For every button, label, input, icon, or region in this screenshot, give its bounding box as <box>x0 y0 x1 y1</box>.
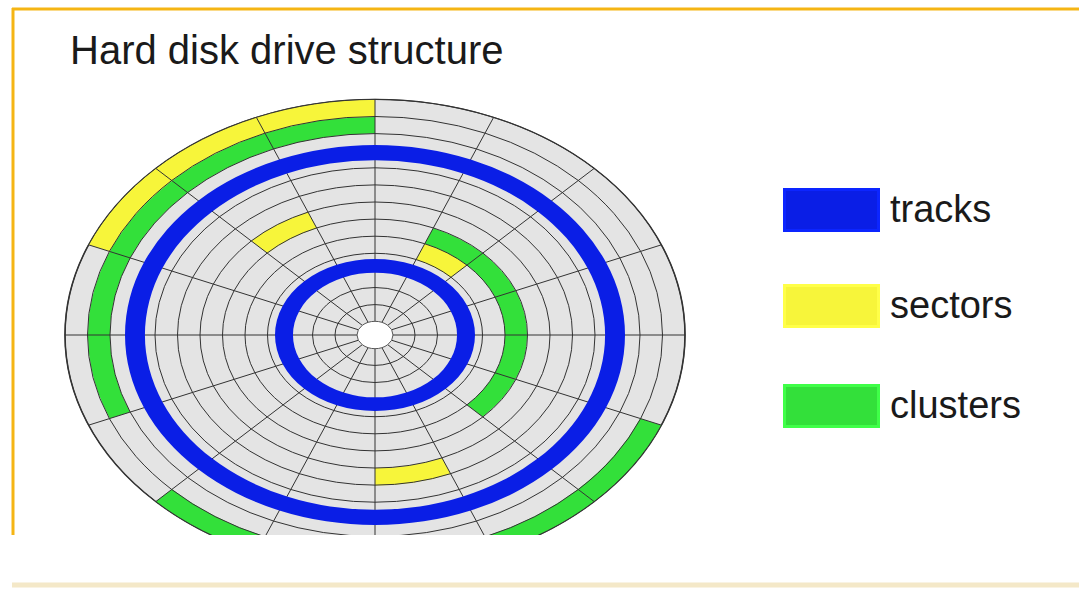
legend-label: sectors <box>890 286 1012 324</box>
sector-line <box>393 335 685 336</box>
platter <box>65 99 685 535</box>
legend-label: tracks <box>890 190 991 228</box>
platter-surface <box>65 99 685 535</box>
legend-swatch <box>783 384 880 428</box>
spindle-hole <box>357 321 393 348</box>
frame-line <box>12 8 1079 11</box>
track-ring <box>275 259 475 411</box>
frame-line <box>12 583 1079 588</box>
sector-line <box>65 335 357 336</box>
title: Hard disk drive structure <box>70 30 503 70</box>
platter-group <box>65 99 685 535</box>
sector-segment <box>375 458 451 486</box>
sector-line <box>375 99 376 321</box>
sector-segment <box>251 212 317 253</box>
sector-line <box>388 168 594 325</box>
sector-line <box>375 349 376 535</box>
frame-line <box>12 8 15 535</box>
track-line <box>65 99 685 535</box>
sector-line <box>156 345 362 502</box>
legend-swatch <box>783 188 880 232</box>
track-ring <box>125 145 625 525</box>
sector-line <box>388 345 594 502</box>
sector-line <box>156 168 362 325</box>
legend-label: clusters <box>890 386 1021 424</box>
legend-swatch <box>783 284 880 328</box>
